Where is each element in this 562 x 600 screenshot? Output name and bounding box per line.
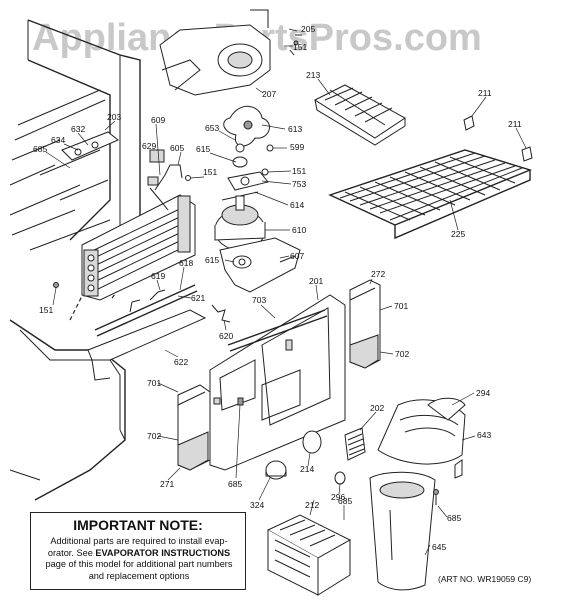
callout-271: 271	[160, 479, 174, 489]
pan-212	[266, 514, 352, 596]
callout-685: 685	[33, 144, 47, 154]
callout-621: 621	[191, 293, 205, 303]
screw-head-685	[433, 489, 439, 495]
callout-634: 634	[51, 135, 65, 145]
callout-205: 205	[301, 24, 315, 34]
callout-703: 703	[252, 295, 266, 305]
callout-618: 618	[179, 258, 193, 268]
note-line-1: Additional parts are required to install…	[50, 536, 228, 546]
clip-620	[211, 304, 231, 323]
callout-645: 645	[432, 542, 446, 552]
callout-619: 619	[151, 271, 165, 281]
callout-629: 629	[142, 141, 156, 151]
evaporator	[81, 194, 196, 301]
callout-225: 225	[451, 229, 465, 239]
callout-753: 753	[292, 179, 306, 189]
air-duct-covers	[177, 279, 381, 471]
callout-151: 151	[292, 166, 306, 176]
callout-615: 615	[196, 144, 210, 154]
note-line-2: orator. See EVAPORATOR INSTRUCTIONS	[37, 548, 241, 560]
callout-151: 151	[39, 305, 53, 315]
callout-203: 203	[107, 112, 121, 122]
callout-622: 622	[174, 357, 188, 367]
callout-701: 701	[394, 301, 408, 311]
callout-151: 151	[293, 42, 307, 52]
note-line-2-text: orator. See	[47, 547, 96, 558]
ice-dispenser-chute	[377, 397, 466, 479]
callout-643: 643	[477, 430, 491, 440]
ice-tray	[313, 84, 406, 146]
callout-614: 614	[290, 200, 304, 210]
callout-214: 214	[300, 464, 314, 474]
callout-151: 151	[203, 167, 217, 177]
ice-bucket	[369, 471, 436, 591]
callout-685: 685	[447, 513, 461, 523]
callout-613: 613	[288, 124, 302, 134]
callout-272: 272	[371, 269, 385, 279]
callout-685: 685	[338, 496, 352, 506]
freezer-rear-wall	[209, 294, 346, 471]
note-line-3: page of this model for additional part n…	[45, 559, 233, 569]
callout-leaders	[45, 28, 527, 556]
fan-motor-assembly	[159, 9, 301, 293]
grille-202	[344, 427, 366, 461]
callout-202: 202	[370, 403, 384, 413]
callout-632: 632	[71, 124, 85, 134]
callout-605: 605	[170, 143, 184, 153]
caps	[265, 430, 346, 485]
callout-610: 610	[292, 225, 306, 235]
callout-211: 211	[478, 88, 492, 98]
callout-324: 324	[250, 500, 264, 510]
callout-201: 201	[309, 276, 323, 286]
callout-294: 294	[476, 388, 490, 398]
callout-615: 615	[205, 255, 219, 265]
callout-599: 599	[290, 142, 304, 152]
important-note: IMPORTANT NOTE: Additional parts are req…	[30, 512, 246, 590]
screws	[53, 34, 302, 288]
evaporator-instructions-link[interactable]: EVAPORATOR INSTRUCTIONS	[95, 547, 231, 558]
art-number: (ART NO. WR19059 C9)	[438, 574, 532, 584]
note-body: Additional parts are required to install…	[37, 536, 241, 582]
callout-212: 212	[305, 500, 319, 510]
callout-609: 609	[151, 115, 165, 125]
defrost-heater	[87, 284, 207, 381]
callout-702: 702	[395, 349, 409, 359]
callout-620: 620	[219, 331, 233, 341]
note-line-4: and replacement options	[88, 570, 190, 581]
callout-653: 653	[205, 123, 219, 133]
freezer-shelf	[328, 115, 533, 240]
wire-harness	[147, 149, 183, 211]
note-title: IMPORTANT NOTE:	[73, 517, 203, 533]
callout-685: 685	[228, 479, 242, 489]
callout-702: 702	[147, 431, 161, 441]
callout-296: 296	[331, 492, 345, 502]
callout-207: 207	[262, 89, 276, 99]
callout-213: 213	[306, 70, 320, 80]
callout-607: 607	[290, 251, 304, 261]
callout-211: 211	[508, 119, 522, 129]
temperature-control	[61, 131, 119, 161]
callout-701: 701	[147, 378, 161, 388]
callout-labels: 205 151 207 213 211 211 203 632 634 685 …	[33, 24, 522, 552]
